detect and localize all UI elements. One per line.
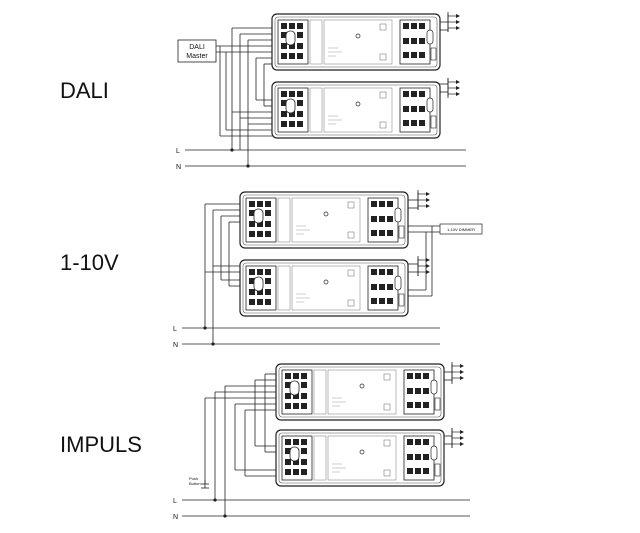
dimmer-box [439,223,483,235]
rail-n-1-10v: N [173,342,178,349]
dali-master-box [177,39,217,63]
dimmer-label: 1-10V DIMMER [447,227,475,232]
1-10v-diagram: 1-10V DIMMER L N [173,189,483,349]
rail-n-dali: N [176,164,181,171]
dali-master-label-2: Master [186,53,208,60]
section-label-impuls: IMPULS [60,432,142,457]
section-label-dali: DALI [60,78,109,103]
rail-l-dali: L [176,148,180,155]
section-label-1-10v: 1-10V [60,250,119,275]
rail-n-impuls: N [173,514,178,521]
impuls-diagram: Push Button L N [173,361,470,521]
dali-master-label-1: DALI [189,44,205,51]
push-button-label-1: Push [189,476,198,481]
push-button-label-2: Button [189,481,201,486]
rail-l-impuls: L [173,498,177,505]
push-button-symbol [201,480,209,489]
dali-diagram: DALI Master L N [176,11,466,171]
rail-l-1-10v: L [173,326,177,333]
